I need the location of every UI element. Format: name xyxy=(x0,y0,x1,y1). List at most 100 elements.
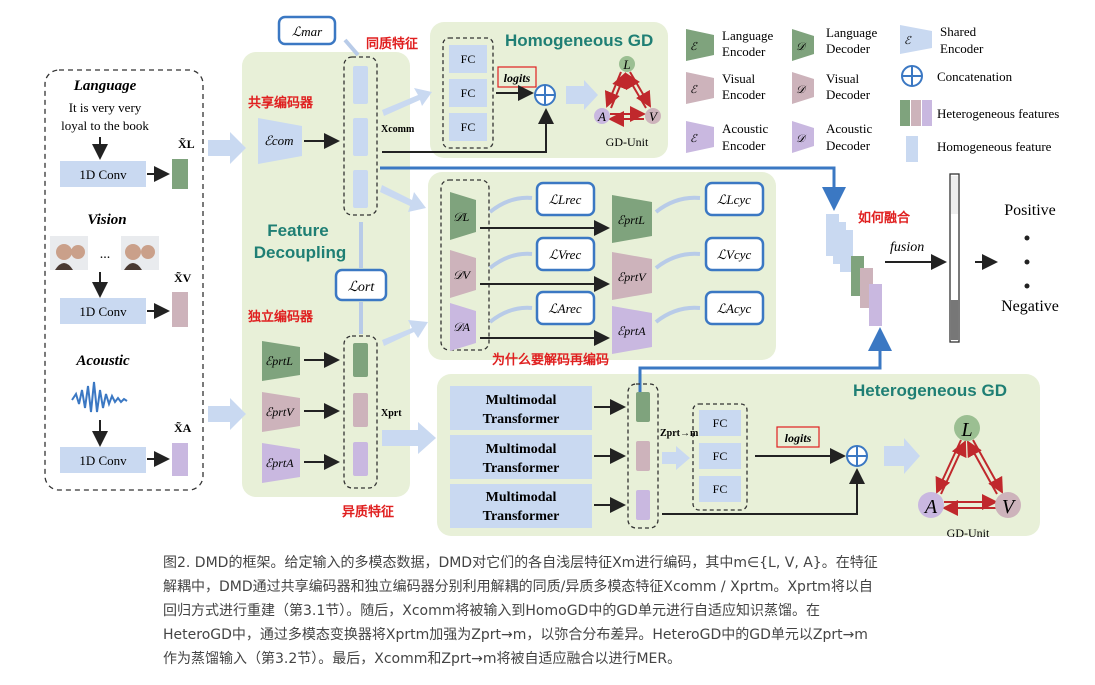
language-text-line2: loyal to the book xyxy=(61,118,149,133)
homo-fc-2: FC xyxy=(461,86,476,100)
svg-text:𝒟: 𝒟 xyxy=(796,41,807,53)
hetero-fc-3: FC xyxy=(713,482,728,496)
loss-rec-a: ℒArec xyxy=(548,301,582,316)
vision-faces xyxy=(50,236,159,270)
svg-text:Transformer: Transformer xyxy=(483,461,560,476)
z-prt-dashed xyxy=(627,383,659,529)
z-prt-label: Zprt→m xyxy=(660,428,699,439)
acoustic-title: Acoustic xyxy=(75,353,130,369)
decoder-panel xyxy=(428,172,776,360)
language-conv xyxy=(60,161,146,187)
hetero-feature-cn: 异质特征 xyxy=(342,504,394,520)
loss-cyc-a: ℒAcyc xyxy=(717,301,752,316)
hetero-node-v: V xyxy=(1002,496,1017,518)
legend-vis-dec-1: Visual xyxy=(826,71,860,86)
homo-node-a: A xyxy=(597,109,606,124)
why-decode-cn: 为什么要解码再编码 xyxy=(492,352,609,368)
legend-aco-dec-1: Acoustic xyxy=(826,121,872,136)
vision-feature-label: X̃V xyxy=(174,271,192,285)
language-text-line1: It is very very xyxy=(69,100,142,115)
loss-ort: ℒort xyxy=(348,280,376,295)
hetero-node-a: A xyxy=(923,496,938,518)
dec-a-label: 𝒟A xyxy=(453,320,471,334)
language-title: Language xyxy=(73,78,137,94)
acoustic-conv-label: 1D Conv xyxy=(79,453,127,468)
caption-line-1: 图2. DMD的框架。给定输入的多模态数据，DMD对它们的各自浅层特征Xm进行编… xyxy=(163,555,878,571)
hetero-fc-dashed xyxy=(692,403,748,511)
enc-a-label: ℰprtA xyxy=(265,456,294,470)
fusion-label: fusion xyxy=(890,240,924,255)
legend-concat: Concatenation xyxy=(937,69,1013,84)
hetero-node-l: L xyxy=(960,419,972,441)
loss-rec-l: ℒLrec xyxy=(549,192,582,207)
vision-ellipsis: ... xyxy=(100,247,111,262)
hetero-gd-unit xyxy=(918,415,1021,518)
cyc-enc-l-label: ℰprtL xyxy=(617,213,645,227)
cyc-enc-a-label: ℰprtA xyxy=(617,324,646,338)
figure-caption: 图2. DMD的框架。给定输入的多模态数据，DMD对它们的各自浅层特征Xm进行编… xyxy=(163,551,1003,671)
homo-node-l: L xyxy=(622,57,630,72)
loss-ort-box xyxy=(334,268,388,302)
svg-text:𝒟: 𝒟 xyxy=(796,84,807,96)
mt-3: Multimodal Transformer xyxy=(483,490,560,524)
legend: ℰ Language Encoder 𝒟 Language Decoder ℰ … xyxy=(686,24,1059,162)
homo-logits-box xyxy=(497,66,537,88)
output-negative: Negative xyxy=(1001,298,1059,315)
legend-lang-dec-2: Decoder xyxy=(826,41,871,56)
legend-shared-enc-2: Encoder xyxy=(940,41,984,56)
mt-2: Multimodal Transformer xyxy=(483,442,560,476)
loss-mar: ℒmar xyxy=(292,24,323,39)
vision-conv xyxy=(60,298,146,324)
loss-rec-a-box xyxy=(535,290,596,326)
hetero-fc-1: FC xyxy=(713,416,728,430)
legend-aco-enc-1: Acoustic xyxy=(722,121,768,136)
vision-title: Vision xyxy=(87,212,126,228)
hetero-gd-title: Heterogeneous GD xyxy=(853,381,1007,400)
homo-logits: logits xyxy=(504,71,531,85)
framework-diagram: Language It is very very loyal to the bo… xyxy=(44,15,1059,540)
language-feature-bar xyxy=(172,159,188,189)
legend-homo-feat: Homogeneous feature xyxy=(937,139,1052,154)
svg-text:ℰ: ℰ xyxy=(904,35,912,47)
legend-aco-enc-2: Encoder xyxy=(722,138,766,153)
homo-fc-3: FC xyxy=(461,120,476,134)
svg-text:ℰ: ℰ xyxy=(690,84,698,96)
legend-aco-dec-2: Decoder xyxy=(826,138,871,153)
how-fuse-cn: 如何融合 xyxy=(858,210,911,226)
feature-decoupling-panel xyxy=(242,52,410,497)
dec-l-label: 𝒟L xyxy=(453,210,470,224)
svg-text:ℰ: ℰ xyxy=(690,133,698,145)
x-comm-label: Xcomm xyxy=(381,124,415,135)
homo-node-v: V xyxy=(649,109,659,124)
legend-lang-enc-2: Encoder xyxy=(722,44,766,59)
caption-line-5: 作为蒸馏输入（第3.2节）。最后，Xcomm和Zprt→m将被自适应融合以进行M… xyxy=(163,651,682,667)
legend-shared-enc-1: Shared xyxy=(940,24,977,39)
decoder-dashed xyxy=(440,179,490,351)
fusion-stack xyxy=(826,214,882,326)
enc-l-label: ℰprtL xyxy=(265,354,293,368)
hetero-gd-unit-label: GD-Unit xyxy=(947,526,990,540)
svg-text:Multimodal: Multimodal xyxy=(486,393,557,408)
vision-feature-bar xyxy=(172,292,188,327)
language-feature-label: X̃L xyxy=(178,137,195,151)
homo-gd-title: Homogeneous GD xyxy=(505,31,653,50)
caption-line-4: HeteroGD中，通过多模态变换器将Xprtm加强为Zprt→m，以弥合分布差… xyxy=(163,627,868,643)
feature-decoupling-line1: Feature xyxy=(267,221,328,240)
caption-line-2: 解耦中，DMD通过共享编码器和独立编码器分别利用解耦的同质/异质多模态特征Xco… xyxy=(163,579,873,595)
x-prt-label: Xprt xyxy=(381,408,402,419)
homo-gd-unit-label: GD-Unit xyxy=(606,135,649,149)
svg-text:Multimodal: Multimodal xyxy=(486,442,557,457)
acoustic-conv xyxy=(60,447,146,473)
dec-v-label: 𝒟V xyxy=(453,268,472,282)
homo-feature-cn: 同质特征 xyxy=(366,36,418,52)
acoustic-feature-bar xyxy=(172,443,188,476)
hetero-logits: logits xyxy=(785,431,812,445)
loss-cyc-l: ℒLcyc xyxy=(717,192,751,207)
legend-vis-enc-2: Encoder xyxy=(722,87,766,102)
svg-text:ℰ: ℰ xyxy=(690,41,698,53)
loss-cyc-v: ℒVcyc xyxy=(717,247,752,262)
homo-gd-unit xyxy=(594,56,661,127)
loss-mar-box xyxy=(277,15,337,46)
svg-text:𝒟: 𝒟 xyxy=(796,133,807,145)
shared-encoder-cn: 共享编码器 xyxy=(248,95,314,111)
